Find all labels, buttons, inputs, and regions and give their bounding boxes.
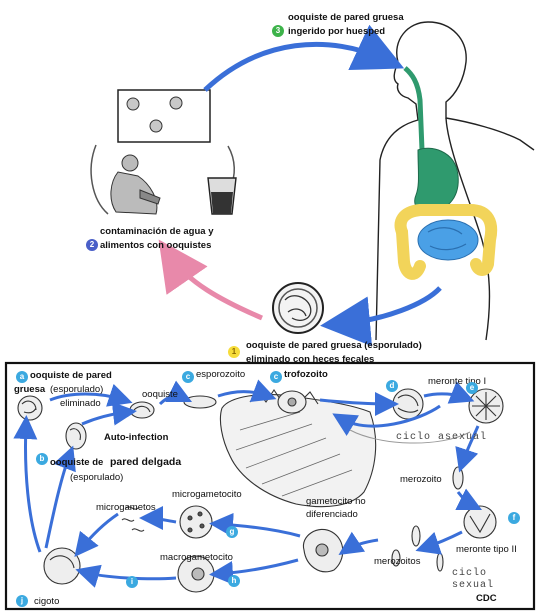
step-2-badge: 2 [86,239,98,251]
stage-d-meront-icon [393,389,423,419]
stage-e-meront-icon [469,389,503,423]
arrow-to-environment [170,256,262,318]
microgametocyte-icon [180,506,212,538]
thin-wall-label-line1b: pared delgada [110,457,181,468]
oocyst-thick-wall-icon [273,283,323,333]
sexual-cycle-label-line2: sexual [452,580,494,591]
sexual-cycle-label-line1: ciclo [452,568,487,579]
merozoito-label: merozoito [400,474,442,485]
autoinfection-label: Auto-infection [104,432,168,443]
stage-d-badge: d [386,380,398,392]
stage-b-oocyst-icon [130,402,154,418]
zygote-icon [44,548,80,584]
stage-g-gametocyte-icon [303,529,342,571]
stage-c-trophozoite-icon [278,391,306,413]
gametocito-label-line2: diferenciado [306,509,358,520]
stage-g-badge: g [226,526,238,538]
stage-a-label-line2b: (esporulado) [50,384,103,395]
gametocito-label-line1: gametocito no [306,496,366,507]
ooquiste-label: ooquiste [142,389,178,400]
arrow-to-host [205,44,386,90]
microgametocito-label: microgametocito [172,489,242,500]
stage-a-label-line3: eliminado [60,398,101,409]
stage-a-badge: a [16,371,28,383]
stage-i-badge: i [126,576,138,588]
label-excreted-line1: ooquiste de pared gruesa (esporulado) [246,340,422,351]
thin-wall-label-line2: (esporulado) [70,472,123,483]
esporozoito-label: esporozoito [196,369,245,380]
water-glass-icon [208,178,236,214]
step-3-badge: 3 [272,25,284,37]
stage-c-badge: c [182,371,194,383]
merozoitos-label: merozoitos [374,556,420,567]
trofozoito-label: trofozoito [284,369,328,380]
stage-b-badge: b [36,453,48,465]
stage-h-badge: h [228,575,240,587]
stage-a-oocyst-icon [18,396,42,420]
stage-f-badge: f [508,512,520,524]
thin-wall-label-line1: ooquiste de [50,457,103,468]
stage-c-sporozoite-icon [184,396,216,408]
step-1-badge: 1 [228,346,240,358]
cdc-label: CDC [476,593,497,604]
arrow-to-oocyst [340,288,440,324]
stage-a-label-line2: gruesa [14,384,45,395]
contamination-scene [91,90,236,214]
digestive-tract [401,68,492,274]
cigoto-label: cigoto [34,596,59,607]
microgametos-label: microgametos [96,502,156,513]
asexual-cycle-label: ciclo asexual [396,432,487,443]
stage-a-label-line1: ooquiste de pared [30,370,112,381]
stage-e-badge: e [466,382,478,394]
meronte2-label: meronte tipo II [456,544,517,555]
stage-j-badge: j [16,595,28,607]
merozoite-icon [453,467,463,489]
macrogametocito-label: macrogametocito [160,552,233,563]
label-contamination-line1: contaminación de agua y [100,226,214,237]
stage-f-meront-icon [464,506,496,538]
label-ingested-line2: ingerido por huesped [288,26,385,37]
label-excreted-line2: eliminado con heces fecales [246,354,374,365]
trofozoito-badge: c [270,371,282,383]
person-eating-icon [111,155,160,214]
label-ingested-line1: ooquiste de pared gruesa [288,12,404,23]
stage-b-thin-oocyst-icon [66,423,86,449]
label-contamination-line2: alimentos con ooquistes [100,240,211,251]
